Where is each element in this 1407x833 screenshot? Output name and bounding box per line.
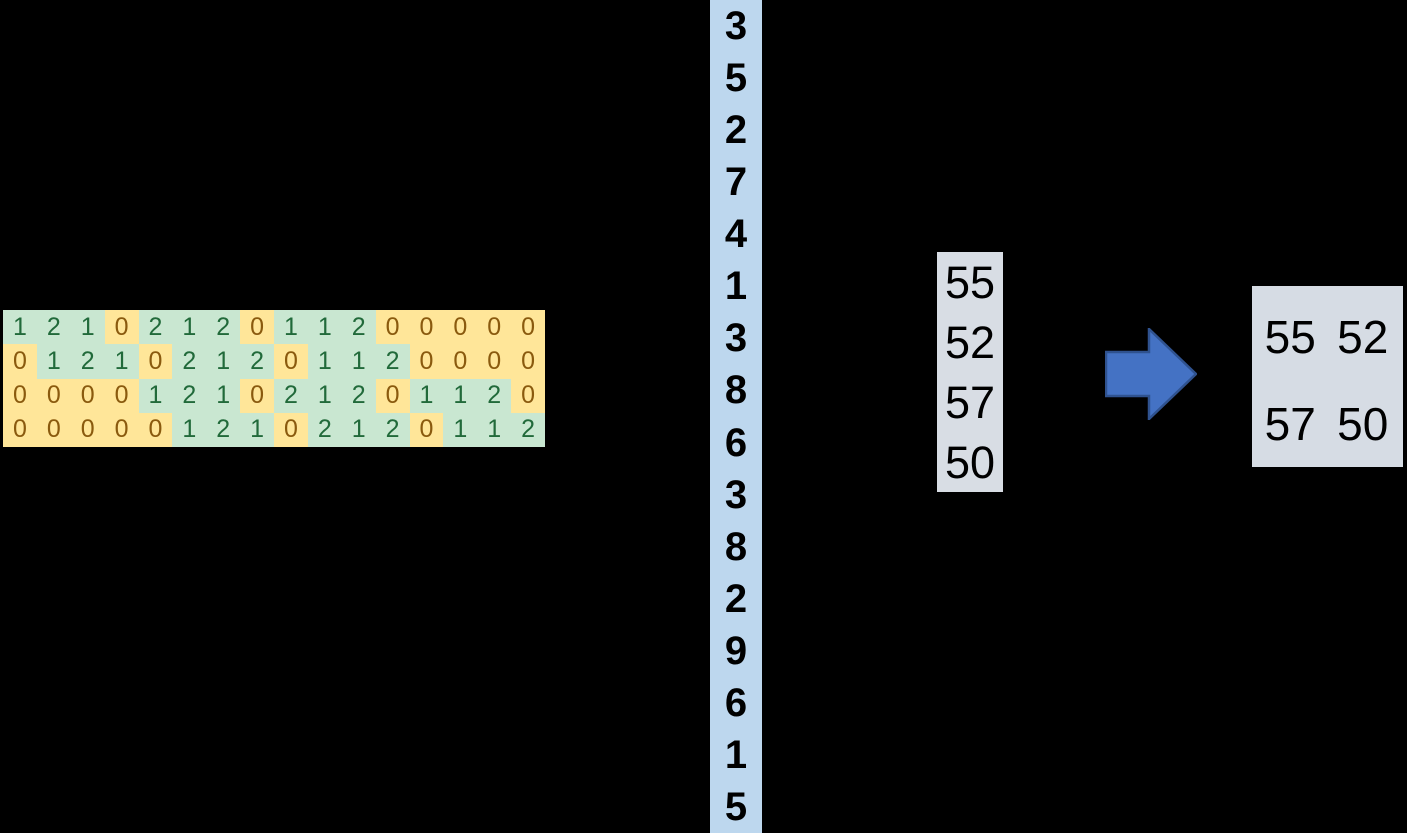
weight-matrix-cell: 0: [477, 344, 512, 379]
weight-matrix-cell: 1: [477, 412, 512, 447]
result-vector-cell: 57: [944, 376, 996, 428]
weight-matrix-cell: 2: [206, 412, 241, 447]
weight-matrix-cell: 1: [307, 378, 342, 413]
weight-matrix-cell: 1: [104, 344, 139, 379]
weight-matrix-cell: 0: [477, 310, 512, 345]
weight-matrix-cell: 0: [3, 378, 37, 413]
weight-matrix-cell: 1: [341, 344, 376, 379]
input-vector-cell: 6: [724, 680, 748, 725]
weight-matrix-cell: 0: [511, 310, 545, 345]
input-vector-cell: 5: [724, 784, 748, 829]
weight-matrix-cell: 2: [36, 310, 71, 345]
weight-matrix-cell: 0: [70, 378, 105, 413]
input-vector-cell: 3: [724, 4, 748, 49]
weight-matrix-cell: 0: [70, 412, 105, 447]
weight-matrix-cell: 0: [274, 412, 308, 447]
input-vector-cell: 5: [724, 56, 748, 101]
weight-matrix-cell: 2: [274, 378, 308, 413]
weight-matrix-cell: 0: [36, 412, 71, 447]
weight-matrix-cell: 1: [443, 378, 478, 413]
right-arrow-icon: [1104, 326, 1198, 422]
weight-matrix-cell: 0: [443, 344, 478, 379]
weight-matrix-cell: 0: [443, 310, 478, 345]
weight-matrix-cell: 0: [375, 378, 410, 413]
input-vector-cell: 2: [724, 108, 748, 153]
result-vector-cell: 52: [944, 316, 996, 368]
weight-matrix-cell: 2: [172, 378, 207, 413]
weight-matrix-cell: 0: [138, 344, 173, 379]
output-matrix-cell: 57: [1264, 397, 1316, 450]
weight-matrix-cell: 1: [138, 378, 173, 413]
result-vector-cell: 55: [944, 256, 996, 308]
weight-matrix-cell: 0: [274, 344, 308, 379]
weight-matrix-cell: 2: [70, 344, 105, 379]
input-vector-cell: 8: [724, 368, 748, 413]
weight-matrix-cell: 2: [477, 378, 512, 413]
weight-matrix-cell: 2: [172, 344, 207, 379]
weight-matrix-cell: 0: [3, 412, 37, 447]
weight-matrix-cell: 0: [3, 344, 37, 379]
weight-matrix-cell: 1: [172, 310, 207, 345]
weight-matrix-cell: 0: [511, 378, 545, 413]
weight-matrix-cell: 0: [104, 378, 139, 413]
input-vector-cell: 8: [724, 524, 748, 569]
input-vector-cell: 1: [724, 264, 748, 309]
weight-matrix-cell: 0: [36, 378, 71, 413]
weight-matrix-cell: 0: [240, 378, 274, 413]
input-vector-cell: 1: [724, 732, 748, 777]
weight-matrix-cell: 0: [375, 310, 410, 345]
right-arrow-shape: [1104, 326, 1198, 422]
input-vector-cell: 9: [724, 628, 748, 673]
output-matrix-cell: 52: [1337, 311, 1389, 364]
input-vector-cell: 2: [724, 576, 748, 621]
weight-matrix-cell: 2: [138, 310, 173, 345]
weight-matrix-cell: 2: [375, 412, 410, 447]
weight-matrix-cell: 0: [240, 310, 274, 345]
weight-matrix-cell: 1: [206, 378, 241, 413]
weight-matrix-cell: 2: [240, 344, 274, 379]
weight-matrix-cell: 1: [307, 310, 342, 345]
weight-matrix-cell: 0: [409, 412, 444, 447]
weight-matrix-cell: 0: [104, 310, 139, 345]
output-matrix-cell: 55: [1264, 311, 1316, 364]
weight-matrix-cell: 1: [206, 344, 241, 379]
result-vector-cell: 50: [944, 436, 996, 488]
input-vector-cell: 6: [724, 420, 748, 465]
input-vector-cell: 4: [724, 212, 748, 257]
weight-matrix-cell: 1: [3, 310, 37, 345]
weight-matrix-cell: 0: [409, 344, 444, 379]
input-vector: 3 5 2 7 4 1 3 8 6 3 8 2 9 6 1 5: [710, 0, 762, 833]
weight-matrix-cell: 1: [36, 344, 71, 379]
weight-matrix-cell: 1: [274, 310, 308, 345]
weight-matrix-cell: 2: [307, 412, 342, 447]
weight-matrix-cell: 1: [172, 412, 207, 447]
weight-matrix-cell: 2: [511, 412, 545, 447]
output-matrix: 55 52 57 50: [1252, 286, 1403, 467]
result-vector: 55 52 57 50: [937, 252, 1003, 492]
weight-matrix-cell: 0: [511, 344, 545, 379]
input-vector-cell: 3: [724, 316, 748, 361]
input-vector-cell: 3: [724, 472, 748, 517]
weight-matrix-cell: 2: [206, 310, 241, 345]
weight-matrix-cell: 1: [240, 412, 274, 447]
weight-matrix-cell: 1: [307, 344, 342, 379]
weight-matrix-cell: 0: [409, 310, 444, 345]
weight-matrix-cell: 1: [70, 310, 105, 345]
weight-matrix-cell: 0: [138, 412, 173, 447]
weight-matrix-cell: 2: [341, 310, 376, 345]
weight-matrix-cell: 0: [104, 412, 139, 447]
input-vector-cell: 7: [724, 160, 748, 205]
output-matrix-cell: 50: [1337, 397, 1389, 450]
weight-matrix-cell: 1: [341, 412, 376, 447]
weight-matrix-cell: 1: [409, 378, 444, 413]
weight-matrix-cell: 2: [341, 378, 376, 413]
weight-matrix-cell: 1: [443, 412, 478, 447]
weight-matrix-cell: 2: [375, 344, 410, 379]
